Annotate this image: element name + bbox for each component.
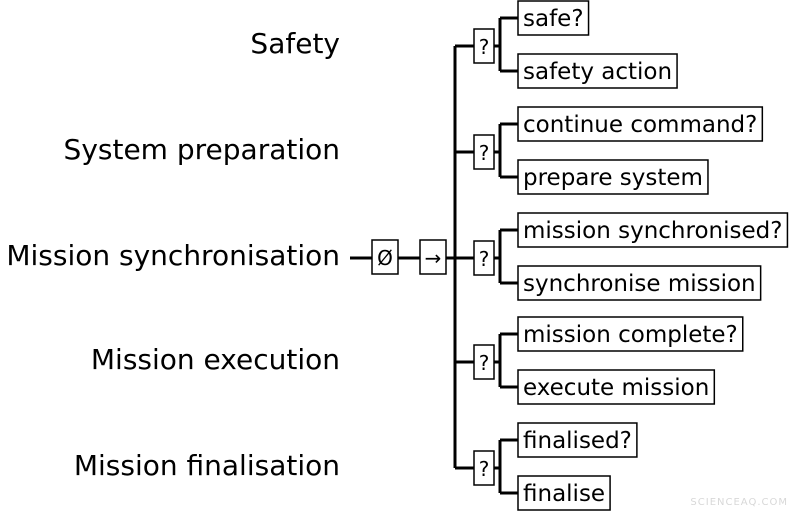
fallback-symbol: ? (479, 351, 490, 375)
fallback-symbol: ? (479, 35, 490, 59)
condition-node-label: safe? (523, 6, 584, 32)
sequence-symbol: → (425, 246, 442, 270)
condition-node (517, 422, 638, 458)
action-node (517, 53, 678, 89)
condition-node-label: mission complete? (523, 322, 738, 348)
action-node (517, 369, 716, 405)
sequence-node (419, 239, 447, 275)
condition-node (517, 212, 789, 248)
action-node-label: execute mission (523, 375, 709, 401)
fallback-symbol: ? (479, 247, 490, 271)
phase-label: System preparation (63, 133, 340, 166)
action-node (517, 159, 709, 195)
phase-label: Safety (250, 27, 340, 60)
phase-label: Mission execution (90, 343, 340, 376)
action-node-label: synchronise mission (523, 271, 756, 297)
action-node-label: finalise (523, 481, 605, 507)
condition-node (517, 106, 764, 142)
condition-node-label: continue command? (523, 112, 757, 138)
condition-node (517, 0, 590, 36)
parallel-symbol: Ø (377, 246, 393, 270)
condition-node-label: finalised? (523, 428, 632, 454)
condition-node-label: mission synchronised? (523, 218, 782, 244)
watermark: SCIENCEAQ.COM (690, 497, 788, 508)
fallback-symbol: ? (479, 141, 490, 165)
phase-label: Mission synchronisation (6, 239, 340, 272)
condition-node (517, 316, 744, 352)
phase-label: Mission finalisation (73, 449, 340, 482)
action-node-label: safety action (523, 59, 672, 85)
action-node (517, 475, 611, 511)
action-node (517, 265, 762, 301)
action-node-label: prepare system (523, 165, 703, 191)
fallback-symbol: ? (479, 457, 490, 481)
